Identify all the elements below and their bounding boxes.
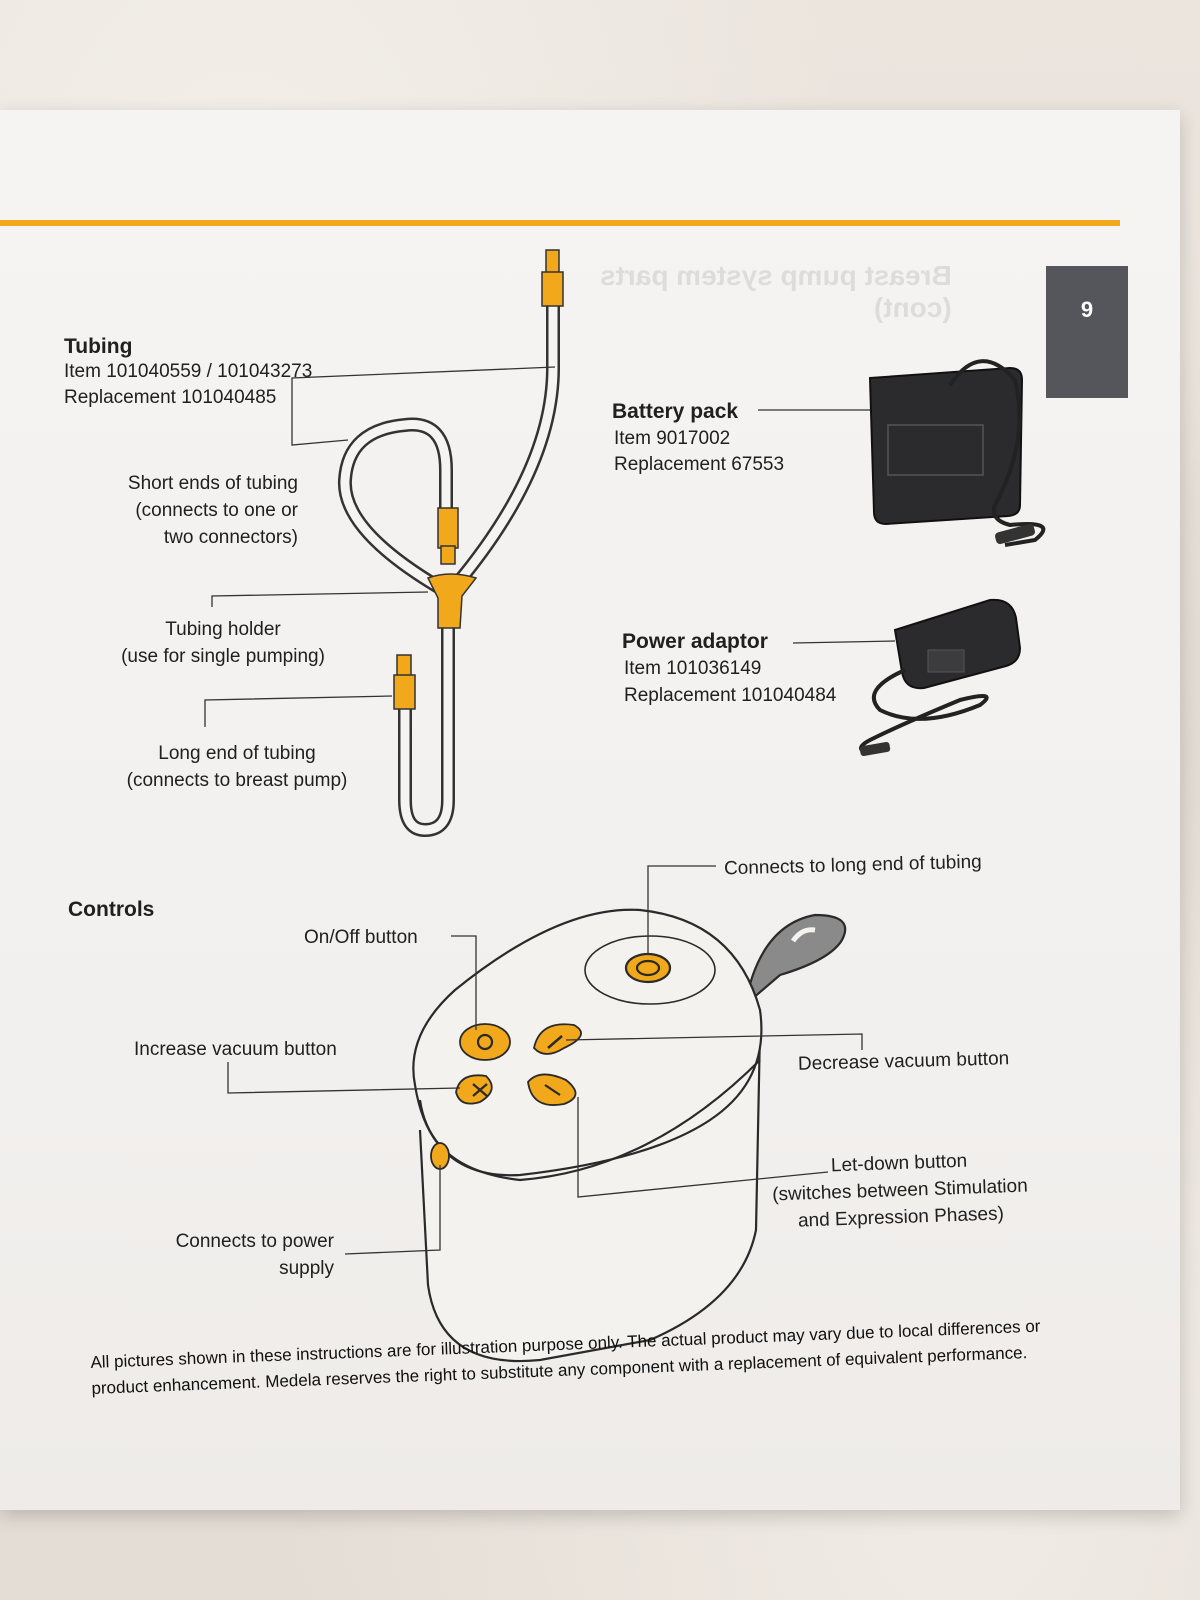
on-off-button-label: On/Off button	[304, 927, 418, 948]
power-adaptor-illustration	[859, 598, 1022, 757]
connector-loop	[437, 507, 459, 549]
connector-long	[393, 674, 416, 710]
battery-pack-illustration	[868, 359, 1046, 547]
connector-long-tip	[396, 654, 412, 678]
long-end-label: Long end of tubing (connects to breast p…	[126, 743, 348, 791]
pump-handle	[743, 913, 847, 1008]
pump-illustration	[412, 908, 847, 1363]
power-adaptor-heading: Power adaptor	[622, 630, 768, 653]
tubing-heading: Tubing	[64, 335, 133, 358]
tube-long-end	[398, 603, 455, 837]
battery-pack-replacement-number: Replacement 67553	[614, 454, 785, 475]
pump-buttons	[430, 1023, 582, 1170]
tubing-holder-label: Tubing holder (use for single pumping)	[121, 619, 325, 667]
connects-power-label: Connects to power supply	[175, 1231, 334, 1279]
tubing-leaders	[204, 366, 556, 727]
tubing-holder-y	[426, 573, 478, 629]
connector-top-tip	[545, 249, 560, 275]
battery-pack-heading: Battery pack	[612, 400, 739, 423]
increase-vacuum-label: Increase vacuum button	[134, 1039, 337, 1060]
tubing-replacement-number: Replacement 101040485	[64, 387, 277, 408]
battery-pack-item-number: Item 9017002	[614, 428, 731, 449]
connector-top	[541, 271, 564, 307]
decrease-vacuum-label: Decrease vacuum button	[797, 1048, 1010, 1075]
tubing-item-number: Item 101040559 / 101043273	[64, 361, 313, 382]
accent-rule	[0, 220, 1120, 226]
controls-leaders	[227, 865, 863, 1255]
adaptor-leader	[792, 640, 896, 644]
page-number-tab: 9	[1046, 266, 1128, 398]
power-adaptor-item-number: Item 101036149	[624, 658, 762, 679]
controls-heading: Controls	[68, 898, 155, 921]
increase-button-shape	[455, 1074, 493, 1105]
on-off-button-shape	[459, 1023, 511, 1061]
power-adaptor-replacement-number: Replacement 101040484	[624, 685, 837, 706]
tubing-illustration	[337, 293, 560, 837]
letdown-button-label: Let-down button (switches between Stimul…	[771, 1150, 1029, 1232]
short-ends-label: Short ends of tubing (connects to one or…	[127, 473, 298, 548]
